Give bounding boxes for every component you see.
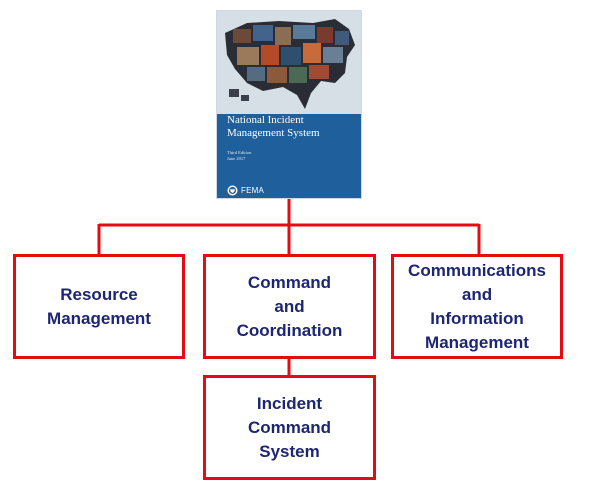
communications-and-information-management-box: Communications and Information Managemen… — [391, 254, 563, 359]
us-map-collage — [217, 11, 361, 114]
command-and-coordination-box: Command and Coordination — [203, 254, 376, 359]
command-and-coordination-label: Command and Coordination — [236, 272, 343, 340]
nims-cover-image: National Incident Management System Thir… — [217, 11, 361, 198]
cover-title: National Incident Management System — [227, 114, 320, 139]
dhs-seal-icon — [227, 185, 238, 196]
cover-date: June 2017 — [227, 156, 246, 161]
resource-management-label: Resource Management — [47, 284, 151, 328]
incident-command-system-label: Incident Command System — [247, 393, 332, 461]
cover-agency: FEMA — [241, 186, 265, 195]
communications-and-information-management-label: Communications and Information Managemen… — [408, 260, 546, 352]
cover-edition: Third Edition — [227, 150, 252, 155]
resource-management-box: Resource Management — [13, 254, 185, 359]
incident-command-system-box: Incident Command System — [203, 375, 376, 480]
